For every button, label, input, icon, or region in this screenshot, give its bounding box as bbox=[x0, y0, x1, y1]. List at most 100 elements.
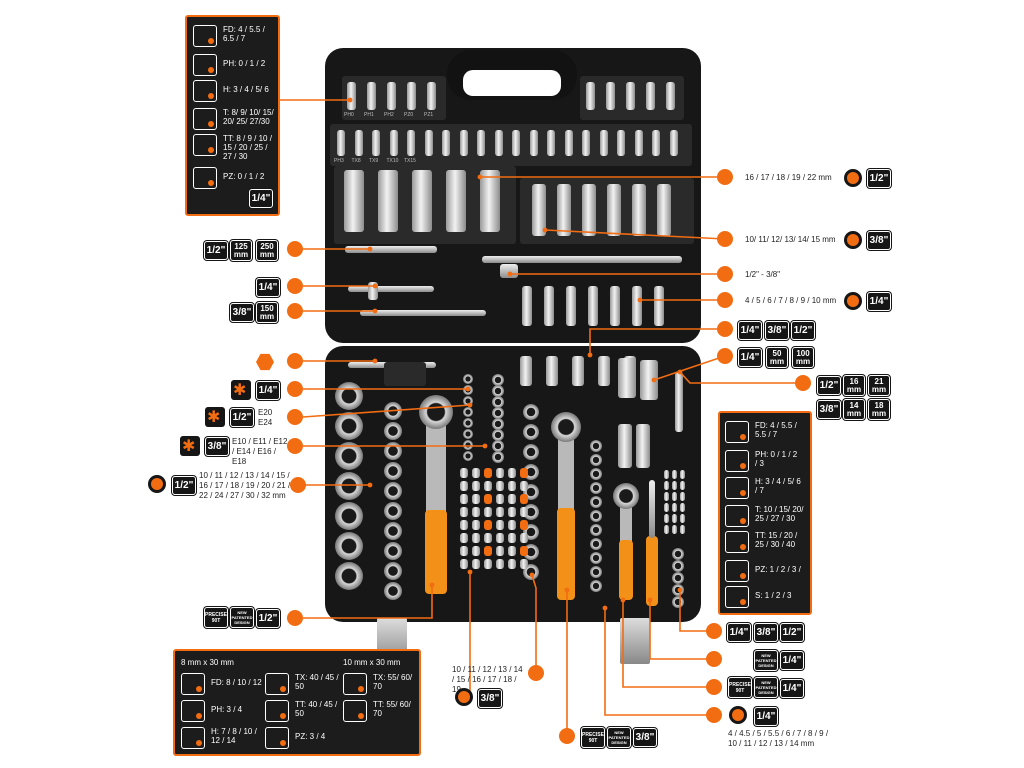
legend-row: T: 8/ 9/ 10/ 15/ 20/ 25/ 27/30 bbox=[193, 108, 281, 130]
callout-dot bbox=[287, 353, 303, 369]
legend-text: TT: 40 / 45 / 50 bbox=[295, 700, 338, 718]
socket-1-2-small bbox=[384, 522, 402, 540]
deep-socket-1-2 bbox=[412, 170, 432, 232]
drive-size-badge: 1/4" bbox=[727, 623, 751, 642]
screwdriver-bit bbox=[626, 82, 635, 110]
screwdriver-bit bbox=[496, 559, 504, 569]
drive-size-badge: 1/2" bbox=[230, 408, 254, 427]
screwdriver-bit bbox=[337, 130, 345, 156]
screwdriver-bit bbox=[564, 130, 573, 156]
deep-socket-1-2 bbox=[480, 170, 500, 232]
screwdriver-bit bbox=[586, 82, 595, 110]
adapter bbox=[500, 264, 518, 278]
screwdriver-bit bbox=[472, 507, 480, 517]
ratchet-1-4-head bbox=[613, 483, 639, 509]
callout-text: E10 / E11 / E12 / E14 / E16 / E18 bbox=[232, 437, 288, 466]
adapter bbox=[598, 356, 610, 386]
socket-1-4 bbox=[672, 560, 684, 572]
screwdriver-bit bbox=[484, 533, 492, 543]
screwdriver-bit bbox=[407, 82, 416, 110]
hex-socket-icon bbox=[844, 292, 862, 310]
legend-row: TX: 55/ 60/ 70 bbox=[343, 673, 415, 695]
legend-right: FD: 4 / 5.5 / 5.5 / 7 PH: 0 / 1 / 2 / 3 … bbox=[718, 411, 812, 615]
deep-socket-3-8 bbox=[607, 184, 621, 236]
phillips-bit-icon bbox=[193, 54, 217, 76]
torx-socket bbox=[463, 374, 473, 384]
screwdriver-bit bbox=[427, 82, 436, 110]
socket-3-8 bbox=[523, 424, 539, 440]
legend-text: T: 8/ 9/ 10/ 15/ 20/ 25/ 27/30 bbox=[223, 108, 274, 126]
drive-size-badge: 1/4" bbox=[780, 679, 804, 698]
drive-size-badge: 1/4" bbox=[256, 278, 280, 297]
legend-text: FD: 4 / 5.5 / 5.5 / 7 bbox=[755, 421, 797, 439]
hex-socket-icon bbox=[455, 688, 473, 706]
pozidriv-bit-icon bbox=[725, 560, 749, 582]
socket-1-2-small bbox=[384, 542, 402, 560]
t-bar bbox=[348, 286, 434, 292]
patented-design-icon: NEW PATENTED DESIGN bbox=[754, 650, 778, 671]
e-torx-socket bbox=[492, 374, 504, 386]
screwdriver-bit bbox=[529, 130, 538, 156]
drive-size-badge: 1/4" bbox=[867, 292, 891, 311]
precise-text: PRECISE bbox=[582, 731, 604, 738]
socket-1-4 bbox=[590, 482, 602, 494]
patented-text: NEW PATENTED DESIGN bbox=[231, 610, 253, 625]
size-value: 18 bbox=[874, 400, 884, 410]
screwdriver-bit bbox=[680, 481, 685, 490]
socket-1-4 bbox=[672, 584, 684, 596]
screwdriver-bit bbox=[496, 533, 504, 543]
deep-socket-1-2 bbox=[344, 170, 364, 232]
length-unit: mm bbox=[259, 311, 275, 321]
universal-joint bbox=[675, 372, 683, 432]
screwdriver-bit bbox=[646, 82, 655, 110]
legend-row: TT: 55/ 60/ 70 bbox=[343, 700, 415, 722]
screwdriver-bit bbox=[508, 559, 516, 569]
size-value: 16 bbox=[849, 376, 859, 386]
drive-size-badge: 1/4" bbox=[249, 189, 273, 208]
screwdriver-bit bbox=[389, 130, 398, 156]
callout-dot bbox=[287, 438, 303, 454]
case-bit-label: TX15 bbox=[404, 158, 416, 164]
legend-row: PZ: 0 / 1 / 2 bbox=[193, 167, 264, 189]
callout-text: 10 / 11 / 12 / 13 / 14 / 15 / 16 / 17 / … bbox=[199, 471, 291, 500]
screwdriver-bit bbox=[472, 468, 480, 478]
size-value: 21 bbox=[874, 376, 884, 386]
screwdriver-bit bbox=[496, 468, 504, 478]
callout-text: 4 / 5 / 6 / 7 / 8 / 9 / 10 mm bbox=[745, 296, 837, 305]
bit-size-heading: 8 mm x 30 mm bbox=[181, 658, 234, 667]
legend-row: TT: 40 / 45 / 50 bbox=[265, 700, 341, 722]
callout-dot bbox=[706, 623, 722, 639]
bit-handle bbox=[646, 536, 658, 606]
patented-design-icon: NEW PATENTED DESIGN bbox=[754, 677, 778, 698]
legend-row: S: 1 / 2 / 3 bbox=[725, 586, 791, 608]
spark-plug-socket bbox=[636, 424, 650, 468]
screwdriver-bit bbox=[372, 130, 380, 156]
socket-1-2 bbox=[335, 412, 363, 440]
screwdriver-bit bbox=[496, 546, 504, 556]
screwdriver-bit bbox=[508, 520, 516, 530]
case-bit-label: PZ0 bbox=[404, 112, 414, 118]
socket-1-2 bbox=[335, 472, 363, 500]
screwdriver-bit bbox=[508, 507, 516, 517]
callout-dot bbox=[287, 303, 303, 319]
callout-dot bbox=[287, 381, 303, 397]
screwdriver-bit bbox=[460, 468, 468, 478]
length-value: 150 bbox=[260, 303, 274, 313]
torx-socket-icon bbox=[231, 380, 251, 400]
socket-1-4 bbox=[672, 548, 684, 560]
socket-3-8 bbox=[523, 444, 539, 460]
callout-dot bbox=[717, 321, 733, 337]
legend-top-left: FD: 4 / 5.5 / 6.5 / 7 PH: 0 / 1 / 2 H: 3… bbox=[185, 15, 280, 216]
flat-bit-icon bbox=[193, 25, 217, 47]
legend-text: T: 10 / 15/ 20/ 25 / 27 / 30 bbox=[755, 505, 804, 523]
length-value: 50 bbox=[772, 348, 782, 358]
torx-socket bbox=[463, 385, 473, 395]
socket-3-8 bbox=[523, 404, 539, 420]
e-torx-socket bbox=[492, 385, 504, 397]
bit-holder-orange bbox=[520, 494, 528, 504]
drive-size-badge: 3/8" bbox=[867, 231, 891, 250]
